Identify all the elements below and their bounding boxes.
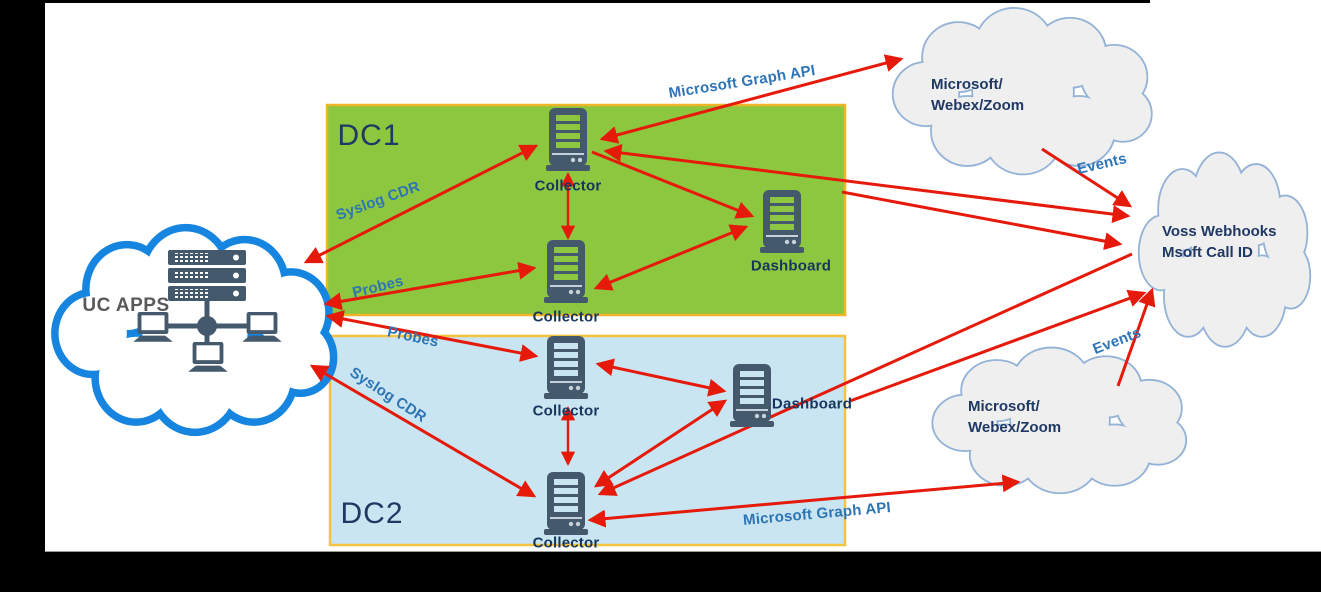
arrow-c4-dashboard2 <box>593 399 728 488</box>
dc1-dashboard-icon <box>760 190 804 253</box>
ms-cloud-top-line2: Webex/Zoom <box>931 97 1025 114</box>
uc-apps-servers-icon <box>168 250 246 301</box>
dc2-collector-bottom-icon <box>544 472 588 535</box>
page-background-corner <box>1150 0 1321 3</box>
uc-apps-cloud-shape <box>59 231 330 428</box>
arrow-syslog-dc2 <box>309 364 537 498</box>
dc2-dashboard-icon <box>730 364 774 427</box>
arrow-dashboard2-voss <box>849 289 1147 403</box>
uc-apps-label: UC APPS <box>82 295 170 316</box>
dc1-collector-bottom-icon <box>544 240 588 303</box>
arrow-graph-api-bottom <box>587 474 1021 528</box>
dc2-collector-top-icon <box>544 336 588 399</box>
dc2-collector-bottom-label: Collector <box>532 534 600 552</box>
arrow-dashboard1-voss <box>841 190 1123 251</box>
arrow-probes-dc2 <box>325 310 539 362</box>
voss-cloud-line2: Msoft Call ID <box>1162 244 1253 261</box>
arrow-c1-voss <box>603 143 1131 224</box>
dc1-dashboard-label: Dashboard <box>750 257 832 275</box>
arrow-events-bottom <box>1116 287 1156 387</box>
arrow-links <box>303 54 1156 528</box>
ms-cloud-bottom-line1: Microsoft/ <box>968 398 1040 415</box>
laptop-icon <box>188 342 228 372</box>
voss-cloud-label: Voss Webhooks Msoft Call ID <box>1162 221 1276 263</box>
window-edge-line <box>45 551 1321 552</box>
dc1-zone-label: DC1 <box>337 119 401 152</box>
arrow-events-top <box>1041 147 1133 208</box>
arrow-c2-dashboard1 <box>593 224 749 291</box>
voss-cloud-line1: Voss Webhooks <box>1162 223 1277 240</box>
dc1-collector-top-icon <box>546 108 590 171</box>
ms-cloud-bottom-label: Microsoft/ Webex/Zoom <box>968 396 1061 438</box>
ms-cloud-top-line1: Microsoft/ <box>931 76 1003 93</box>
ms-cloud-bottom-line2: Webex/Zoom <box>968 419 1062 436</box>
arrow-c3-dashboard2 <box>595 358 727 397</box>
dc1-collector-top-label: Collector <box>534 177 602 195</box>
dc2-collector-top-label: Collector <box>532 402 600 420</box>
arrow-graph-api-top <box>599 54 904 144</box>
dc2-zone-label: DC2 <box>340 497 404 530</box>
ms-cloud-top-label: Microsoft/ Webex/Zoom <box>931 74 1024 116</box>
laptop-icon <box>242 312 282 342</box>
arrow-voss-to-c4 <box>597 252 1133 496</box>
dc1-collector-bottom-label: Collector <box>532 308 600 326</box>
dc2-dashboard-label: Dashboard <box>771 395 853 413</box>
arrow-probes-dc1 <box>323 261 537 311</box>
arrow-syslog-dc1 <box>303 144 539 264</box>
